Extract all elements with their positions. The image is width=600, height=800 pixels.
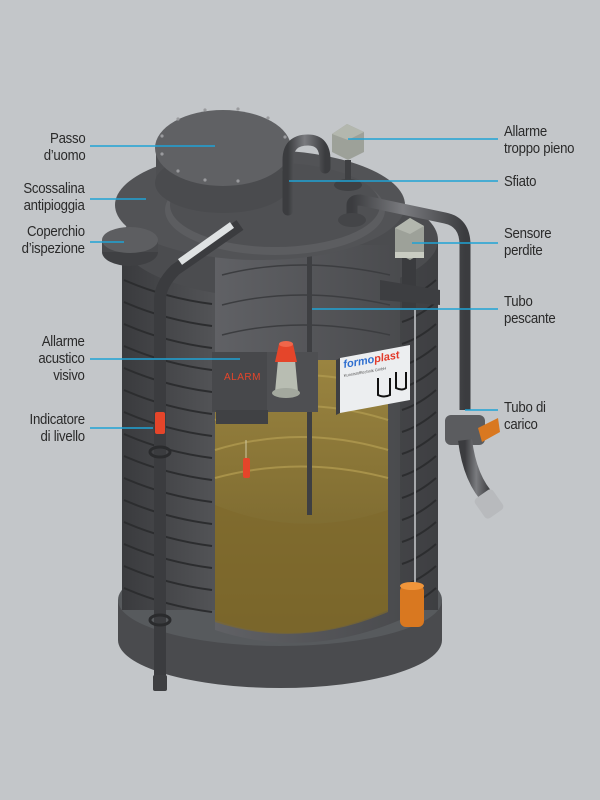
label-line: Sfiato [504, 173, 537, 190]
tank-rib [123, 543, 213, 569]
indicatore-livello-tube [148, 220, 250, 691]
bracket [380, 280, 440, 305]
tank-rib [123, 477, 213, 503]
tank-rib [401, 455, 437, 477]
label-allarme-troppo-pieno: Allarme troppo pieno [504, 123, 574, 157]
tank-rib [123, 301, 213, 327]
label-line: carico [504, 416, 538, 433]
tank-rib [401, 499, 437, 521]
alarm-box-text: ALARM [224, 372, 261, 383]
tubo-carico-pipe [346, 194, 471, 410]
allarme-acustico-visivo: ALARM [212, 341, 318, 424]
label-tubo-pescante: Tubo pescante [504, 293, 556, 327]
tank-rib [401, 323, 437, 345]
tank-rib [123, 455, 213, 481]
tank-rib [123, 367, 213, 393]
sfiato-pipe [282, 134, 331, 216]
label-line: visivo [53, 367, 86, 384]
leader-lines [90, 138, 498, 429]
coperchio-ispezione [102, 227, 158, 266]
label-line: Scossalina [23, 180, 85, 197]
label-line: di livello [40, 428, 86, 445]
label-line: Coperchio [27, 223, 85, 240]
label-line: Tubo di [504, 399, 546, 416]
label-line: perdite [504, 242, 543, 259]
tank-rib [401, 477, 437, 499]
tank-rib [401, 521, 437, 543]
label-line: Tubo [504, 293, 533, 310]
tank-rib [123, 587, 213, 613]
sign-brand-part2: plast [372, 349, 402, 366]
label-line: Indicatore [29, 411, 86, 428]
tank-rib [123, 565, 213, 591]
label-indicatore: Indicatore di livello [29, 411, 86, 445]
label-sfiato: Sfiato [504, 173, 536, 190]
label-allarme-acustico: Allarme acustico visivo [38, 333, 86, 384]
tank-rib [401, 433, 437, 455]
label-line: Passo [49, 130, 86, 147]
allarme-troppo-pieno-sensor [332, 124, 364, 191]
label-passo-uomo: Passo d’uomo [43, 130, 85, 164]
tank-rib [123, 499, 213, 525]
label-line: Allarme [504, 123, 547, 140]
passo-uomo-manhole [155, 107, 291, 213]
tank-rib [401, 411, 437, 433]
label-scossalina: Scossalina antipioggia [24, 180, 85, 214]
tank-rib [123, 345, 213, 371]
tank-rib [123, 521, 213, 547]
tank-rib [123, 323, 213, 349]
tank-rib [401, 389, 437, 411]
label-line: acustico [38, 350, 86, 367]
tank-rib [123, 389, 213, 415]
svg-text:formoplast: formoplast [342, 349, 401, 371]
label-line: d’ispezione [21, 240, 85, 257]
label-line: d’uomo [43, 147, 85, 164]
label-sensore-perdite: Sensore perdite [504, 225, 552, 259]
label-line: Sensore [504, 225, 552, 242]
sign-brand-part1: formo [342, 354, 375, 371]
tubo-carico-coupling [445, 415, 504, 519]
tank-rib [123, 411, 213, 437]
label-line: troppo pieno [504, 140, 575, 157]
label-coperchio: Coperchio d’ispezione [22, 223, 85, 257]
formoplast-sign: formoplast Kunststofftechnik GmbH [336, 345, 410, 415]
label-line: antipioggia [24, 197, 86, 214]
float-orange [400, 582, 424, 627]
tank-rib [401, 543, 437, 565]
label-line: Allarme [42, 333, 85, 350]
label-line: pescante [504, 310, 556, 327]
label-tubo-carico: Tubo di carico [504, 399, 546, 433]
